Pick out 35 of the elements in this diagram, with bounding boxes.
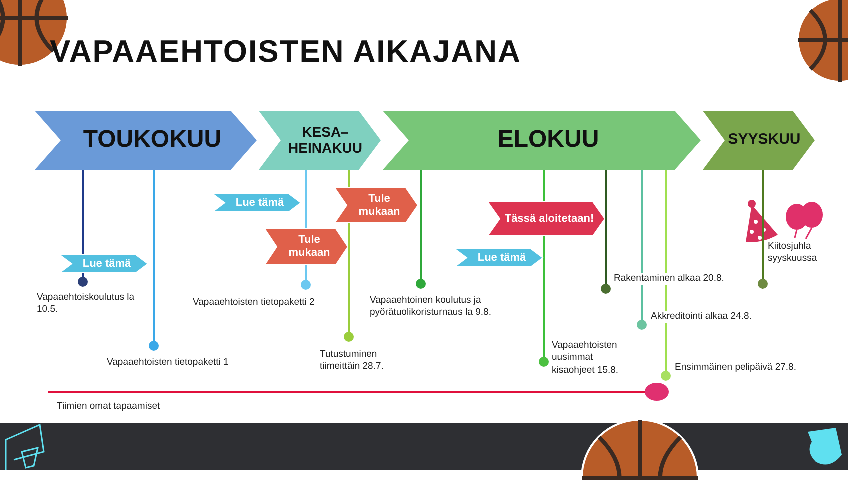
timeline-stem bbox=[605, 170, 607, 284]
callout-tag: Lue tämä bbox=[455, 249, 543, 267]
callout-tag: Tässä aloitetaan! bbox=[488, 202, 605, 236]
timeline-stem bbox=[641, 170, 643, 320]
timeline-stem bbox=[348, 170, 350, 188]
event-dot bbox=[416, 279, 426, 289]
event-dot bbox=[301, 280, 311, 290]
timeline-stem bbox=[348, 223, 350, 332]
event-dot bbox=[344, 332, 354, 342]
timeline-stem bbox=[543, 236, 545, 357]
event-dot bbox=[78, 277, 88, 287]
callout-tag: Lue tämä bbox=[213, 194, 301, 212]
callout-tag: Lue tämä bbox=[60, 255, 148, 273]
event-dot bbox=[601, 284, 611, 294]
event-dot bbox=[758, 279, 768, 289]
callout-tag: Tule mukaan bbox=[265, 229, 348, 265]
timeline-stem bbox=[420, 170, 422, 279]
timeline-stem bbox=[543, 170, 545, 202]
event-dot bbox=[661, 371, 671, 381]
month-banner: TOUKOKUU bbox=[35, 111, 257, 170]
timeline-stem bbox=[153, 170, 155, 341]
timeline-stem bbox=[665, 170, 667, 371]
callout-tag: Tule mukaan bbox=[335, 188, 418, 223]
event-dot bbox=[637, 320, 647, 330]
timeline-stem bbox=[762, 170, 764, 279]
timeline-stem bbox=[305, 170, 307, 229]
timeline-stem bbox=[82, 170, 84, 255]
event-dot bbox=[539, 357, 549, 367]
timeline-label: Tiimien omat tapaamiset bbox=[57, 401, 160, 412]
event-dot bbox=[149, 341, 159, 351]
month-banner: ELOKUU bbox=[383, 111, 701, 170]
timeline-stem bbox=[305, 265, 307, 280]
month-banner: KESA– HEINAKUU bbox=[259, 111, 381, 170]
month-banner: SYYSKUU bbox=[703, 111, 815, 170]
title: VAPAAEHTOISTEN AIKAJANA bbox=[50, 34, 522, 70]
